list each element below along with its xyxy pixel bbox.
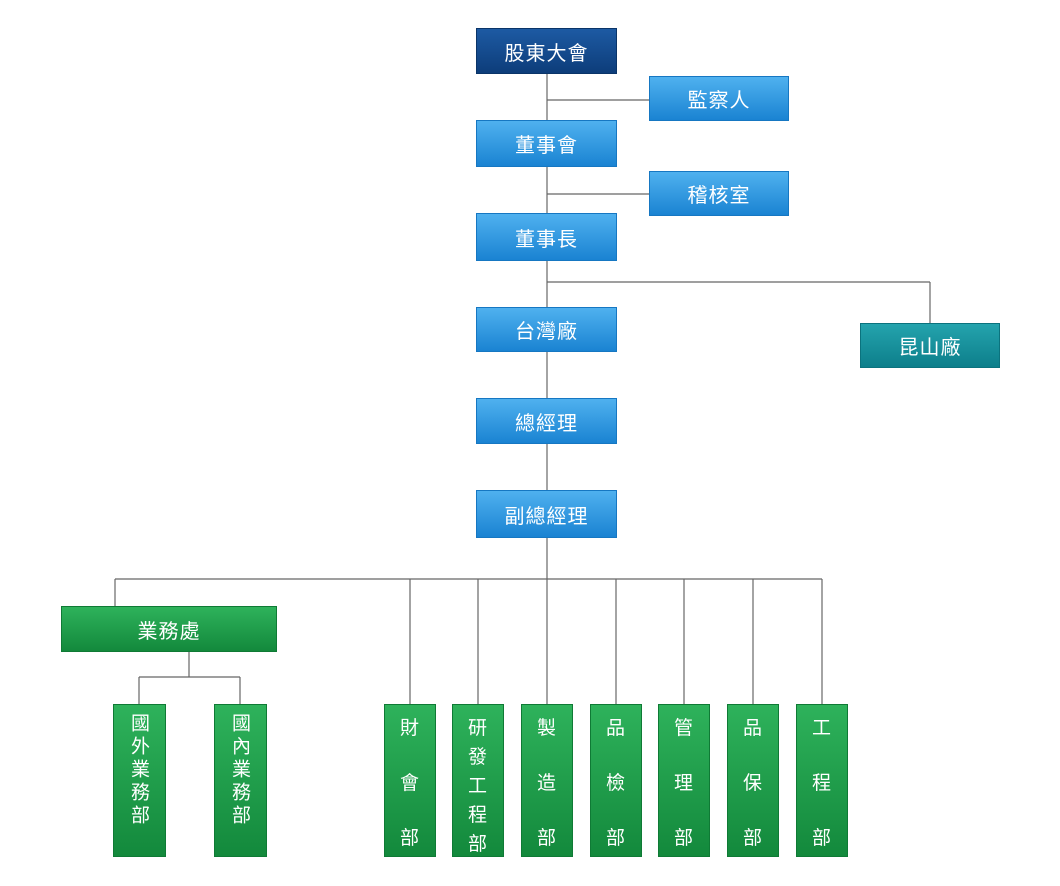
node-label: 總經理 <box>515 410 578 435</box>
node-quality-assurance-dept: 品 保 部 <box>727 704 779 857</box>
node-label: 昆山廠 <box>898 335 962 359</box>
label-char: 保 <box>742 772 763 794</box>
label-char: 製 <box>536 717 557 739</box>
label-char: 會 <box>399 772 420 794</box>
node-engineering-dept: 工 程 部 <box>796 704 848 857</box>
node-label: 研 發 工 程 部 <box>468 705 488 856</box>
node-finance-dept: 財 會 部 <box>384 704 436 857</box>
node-management-dept: 管 理 部 <box>658 704 710 857</box>
node-label: 台灣廠 <box>515 319 578 343</box>
node-label: 工 程 部 <box>812 705 832 856</box>
node-label: 品 檢 部 <box>606 705 626 856</box>
node-manufacturing-dept: 製 造 部 <box>521 704 573 857</box>
node-label: 稽核室 <box>687 183 751 207</box>
node-chairman: 董事長 <box>476 213 617 261</box>
node-deputy-general-manager: 副總經理 <box>476 490 617 538</box>
label-char: 部 <box>399 827 420 849</box>
node-supervisor: 監察人 <box>649 76 789 121</box>
label-char: 程 <box>467 804 488 826</box>
label-char: 工 <box>811 717 832 739</box>
node-rd-engineering-dept: 研 發 工 程 部 <box>452 704 504 857</box>
node-label: 品 保 部 <box>743 705 763 856</box>
node-label: 副總經理 <box>504 503 589 528</box>
label-char: 管 <box>673 717 694 739</box>
label-char: 部 <box>811 827 832 849</box>
node-sales-division: 業務處 <box>61 606 277 652</box>
node-label: 國外業務部 <box>128 713 150 828</box>
node-shareholders-meeting: 股東大會 <box>476 28 617 74</box>
node-general-manager: 總經理 <box>476 398 617 444</box>
label-char: 部 <box>742 827 763 849</box>
node-domestic-sales-dept: 國內業務部 <box>214 704 267 857</box>
label-char: 工 <box>467 775 488 797</box>
node-label: 製 造 部 <box>537 705 557 856</box>
node-label: 管 理 部 <box>674 705 694 856</box>
label-char: 部 <box>673 827 694 849</box>
label-char: 部 <box>467 833 488 855</box>
node-kunshan-plant: 昆山廠 <box>860 323 1000 368</box>
label-char: 部 <box>605 827 626 849</box>
node-label: 股東大會 <box>504 40 589 65</box>
label-char: 發 <box>467 746 488 768</box>
label-char: 造 <box>536 772 557 794</box>
node-audit-office: 稽核室 <box>649 171 789 216</box>
label-char: 部 <box>536 827 557 849</box>
node-taiwan-plant: 台灣廠 <box>476 307 617 352</box>
label-char: 研 <box>467 717 488 739</box>
node-board-of-directors: 董事會 <box>476 120 617 167</box>
node-label: 董事會 <box>515 133 578 157</box>
label-char: 品 <box>742 717 763 739</box>
node-label: 監察人 <box>687 88 751 112</box>
label-char: 檢 <box>605 772 626 794</box>
label-char: 財 <box>399 717 420 739</box>
node-label: 董事長 <box>515 226 578 251</box>
label-char: 理 <box>673 772 694 794</box>
label-char: 品 <box>605 717 626 739</box>
node-foreign-sales-dept: 國外業務部 <box>113 704 166 857</box>
node-quality-inspection-dept: 品 檢 部 <box>590 704 642 857</box>
node-label: 業務處 <box>137 618 201 643</box>
label-char: 程 <box>811 772 832 794</box>
node-label: 國內業務部 <box>229 713 251 828</box>
node-label: 財 會 部 <box>400 705 420 856</box>
